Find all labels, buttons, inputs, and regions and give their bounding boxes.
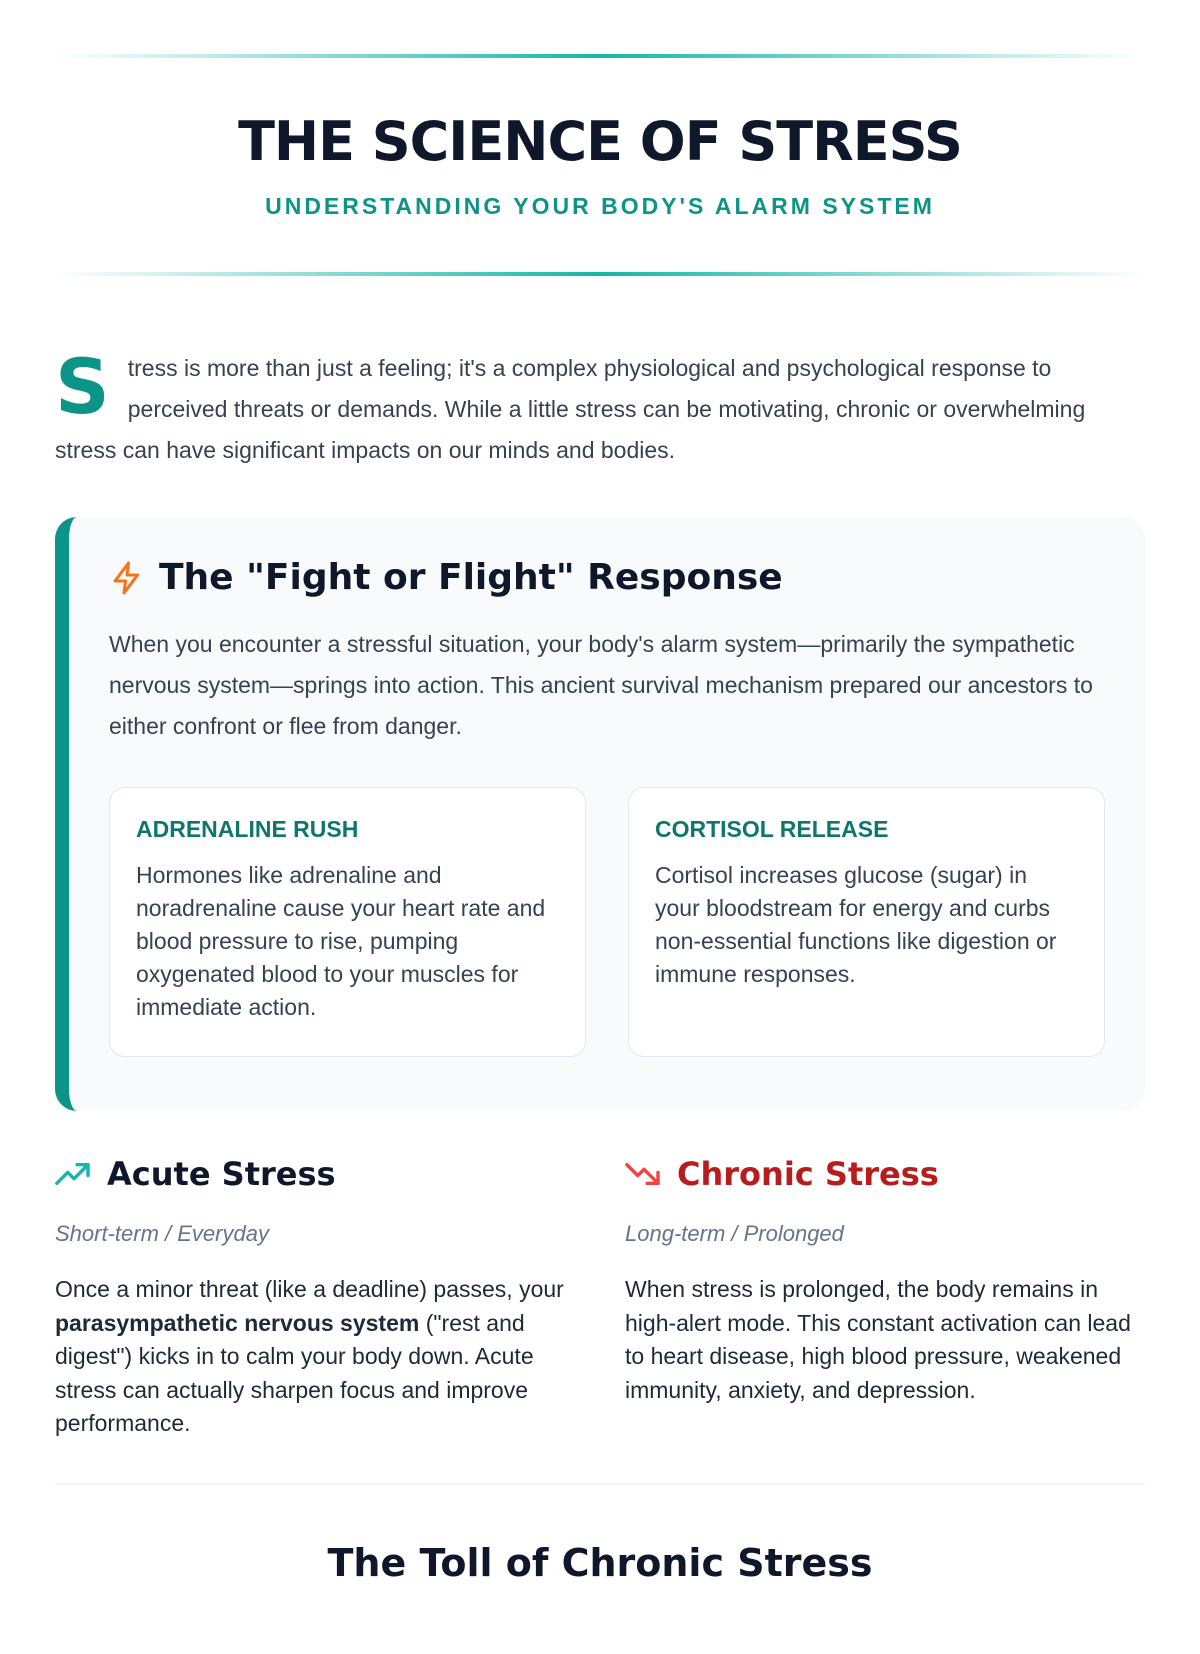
trend-up-icon <box>55 1162 90 1186</box>
fight-title: The "Fight or Flight" Response <box>159 557 783 598</box>
box-title: ADRENALINE RUSH <box>136 816 359 842</box>
acute-text: Once a minor threat (like a deadline) pa… <box>55 1273 575 1441</box>
section-divider <box>55 1482 1145 1485</box>
bold-term: parasympathetic nervous system <box>55 1309 420 1336</box>
page-title: THE SCIENCE OF STRESS <box>238 110 963 173</box>
chronic-stress-column: Chronic Stress Long-term / Prolonged Whe… <box>625 1155 1145 1441</box>
toll-heading: The Toll of Chronic Stress <box>327 1540 873 1585</box>
fight-or-flight-card: The "Fight or Flight" Response When you … <box>55 517 1145 1111</box>
text: Once a minor threat (like a deadline) pa… <box>55 1276 564 1302</box>
box-title: CORTISOL RELEASE <box>655 816 889 842</box>
chronic-text: When stress is prolonged, the body remai… <box>625 1276 1131 1403</box>
acute-title: Acute Stress <box>107 1155 336 1193</box>
trend-down-icon <box>625 1162 660 1186</box>
chronic-tag: Long-term / Prolonged <box>625 1221 844 1246</box>
page-subtitle: UNDERSTANDING YOUR BODY'S ALARM SYSTEM <box>265 193 935 219</box>
box-text: Cortisol increases glucose (sugar) in yo… <box>655 862 1057 987</box>
header-divider <box>55 272 1145 276</box>
top-divider <box>55 54 1145 58</box>
lightning-icon <box>113 561 139 594</box>
acute-heading: Acute Stress <box>55 1155 575 1193</box>
adrenaline-box: ADRENALINE RUSH Hormones like adrenaline… <box>109 787 586 1057</box>
cortisol-box: CORTISOL RELEASE Cortisol increases gluc… <box>628 787 1105 1057</box>
drop-cap: S <box>55 342 110 431</box>
fight-text: When you encounter a stressful situation… <box>109 631 1093 739</box>
chronic-heading: Chronic Stress <box>625 1155 1145 1193</box>
text: ("rest and digest") kicks in to calm you… <box>55 1309 534 1437</box>
chronic-title: Chronic Stress <box>677 1155 939 1193</box>
intro-text: tress is more than just a feeling; it's … <box>55 355 1086 463</box>
fight-heading: The "Fight or Flight" Response <box>109 557 1105 598</box>
acute-tag: Short-term / Everyday <box>55 1221 269 1246</box>
box-text: Hormones like adrenaline and noradrenali… <box>136 862 546 1020</box>
acute-stress-column: Acute Stress Short-term / Everyday Once … <box>55 1155 575 1441</box>
